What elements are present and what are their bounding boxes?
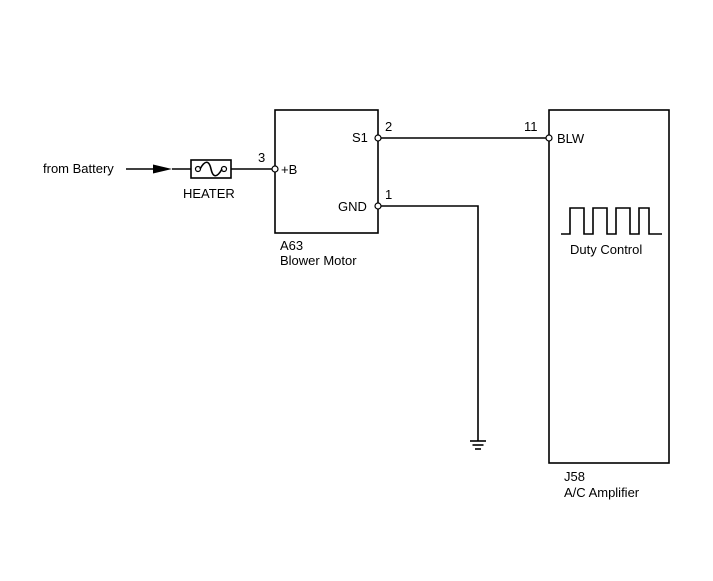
ac-amplifier-name: A/C Amplifier (564, 485, 640, 500)
ac-amplifier-code: J58 (564, 469, 585, 484)
pin-gnd (374, 202, 382, 210)
battery-source-label: from Battery (43, 161, 114, 176)
pin-plus-b (271, 165, 279, 173)
pin-blw-label: BLW (557, 131, 585, 146)
pin-s1-number: 2 (385, 119, 392, 134)
duty-waveform (561, 207, 662, 235)
pin-plus-b-label: +B (281, 162, 297, 177)
ac-amplifier-box (548, 109, 670, 464)
pin-gnd-number: 1 (385, 187, 392, 202)
pin-s1-label: S1 (352, 130, 368, 145)
heater-fuse-label: HEATER (183, 186, 235, 201)
heater-fuse (190, 159, 232, 179)
pin-blw (545, 134, 553, 142)
wire-gnd (381, 205, 479, 441)
battery-arrow (126, 164, 172, 174)
pin-gnd-label: GND (338, 199, 367, 214)
blower-motor-name: Blower Motor (280, 253, 357, 268)
blower-motor-box (274, 109, 379, 234)
blower-motor-code: A63 (280, 238, 303, 253)
pin-blw-number: 11 (524, 119, 538, 134)
pin-plus-b-number: 3 (258, 150, 265, 165)
ground-symbol (470, 440, 486, 450)
pin-s1 (374, 134, 382, 142)
duty-control-label: Duty Control (570, 242, 642, 257)
